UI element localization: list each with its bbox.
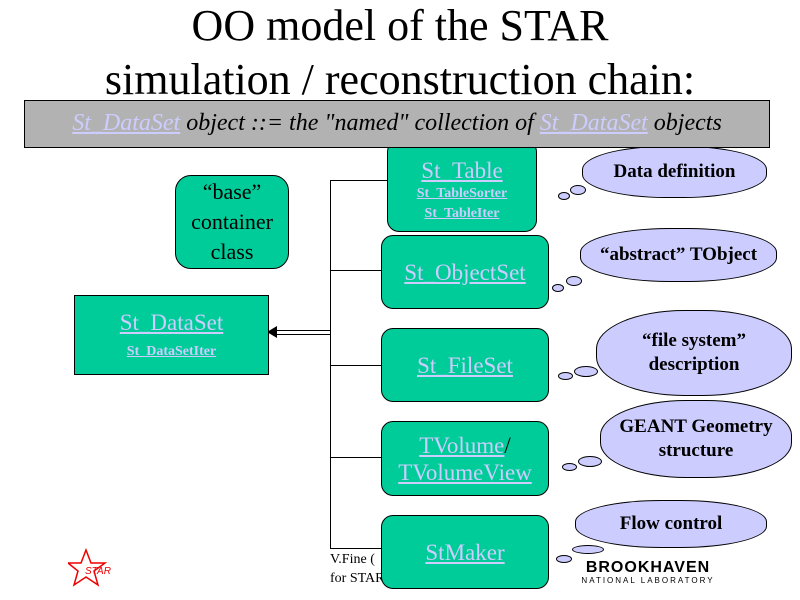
separator: / — [504, 432, 511, 458]
st-table-link[interactable]: St_Table — [421, 157, 503, 183]
callout-text: container — [191, 209, 273, 234]
dataset-link-2[interactable]: St_DataSet — [539, 110, 648, 136]
star-logo: STAR — [65, 547, 120, 590]
cloud-text: description — [648, 354, 740, 375]
tvolume-box[interactable]: TVolume/ TVolumeView — [381, 421, 549, 496]
callout-text: class — [210, 239, 254, 264]
footer-author: V.Fine ( — [330, 552, 375, 567]
callout-text: “base” — [202, 179, 262, 204]
title-line-1: OO model of the STAR — [191, 1, 609, 50]
inherit-arrow-line — [276, 334, 330, 335]
connector — [330, 270, 382, 271]
cloud-text: Flow control — [619, 513, 723, 534]
cloud-data-definition: Data definition — [582, 146, 767, 198]
tvolumeview-link[interactable]: TVolumeView — [398, 459, 532, 485]
base-container-callout: “base” container class — [175, 175, 289, 269]
footer-author-2: for STAR — [330, 571, 385, 586]
bnl-logo-subtext: NATIONAL LABORATORY — [581, 576, 715, 585]
st-tableiter-link[interactable]: St_TableIter — [424, 205, 500, 221]
st-objectset-box[interactable]: St_ObjectSet — [381, 235, 549, 309]
connector — [330, 180, 388, 181]
st-fileset-box[interactable]: St_FileSet — [381, 328, 549, 402]
st-fileset-link[interactable]: St_FileSet — [417, 352, 513, 378]
inherit-arrow-line — [276, 330, 330, 331]
cloud-geant-geometry: GEANT Geometry structure — [600, 400, 792, 478]
st-dataset-link[interactable]: St_DataSet — [119, 309, 224, 335]
st-dataset-box[interactable]: St_DataSet St_DataSetIter — [74, 295, 269, 375]
bnl-logo: BROOKHAVEN NATIONAL LABORATORY — [573, 560, 723, 586]
connector — [330, 365, 382, 366]
definition-banner: St_DataSet object ::= the "named" collec… — [24, 100, 770, 148]
st-datasetiter-link[interactable]: St_DataSetIter — [126, 343, 217, 359]
title-line-2: simulation / reconstruction chain: — [104, 55, 696, 104]
banner-text: object ::= the "named" collection of — [180, 110, 540, 136]
stmaker-box[interactable]: StMaker — [381, 515, 549, 589]
banner-text-2: objects — [647, 110, 722, 136]
cloud-text: Data definition — [613, 161, 736, 182]
tvolume-link[interactable]: TVolume — [419, 432, 505, 458]
cloud-text: GEANT Geometry — [619, 416, 773, 437]
dataset-link[interactable]: St_DataSet — [72, 110, 181, 136]
st-tablesorter-link[interactable]: St_TableSorter — [416, 185, 508, 201]
cloud-flow-control: Flow control — [575, 500, 767, 548]
connector — [330, 548, 382, 549]
stmaker-link[interactable]: StMaker — [425, 539, 505, 565]
arrow-head-icon — [267, 326, 277, 338]
connector — [330, 457, 382, 458]
connector-trunk — [330, 180, 331, 548]
bnl-logo-text: BROOKHAVEN — [585, 559, 711, 576]
st-objectset-link[interactable]: St_ObjectSet — [404, 259, 526, 285]
cloud-text: “file system” — [642, 330, 746, 351]
st-table-box[interactable]: St_Table St_TableSorter St_TableIter — [387, 140, 537, 232]
cloud-file-system: “file system” description — [596, 310, 792, 396]
cloud-abstract-tobject: “abstract” TObject — [580, 228, 777, 282]
cloud-text: “abstract” TObject — [599, 244, 758, 265]
svg-text:STAR: STAR — [85, 566, 111, 577]
cloud-text: structure — [658, 440, 734, 461]
